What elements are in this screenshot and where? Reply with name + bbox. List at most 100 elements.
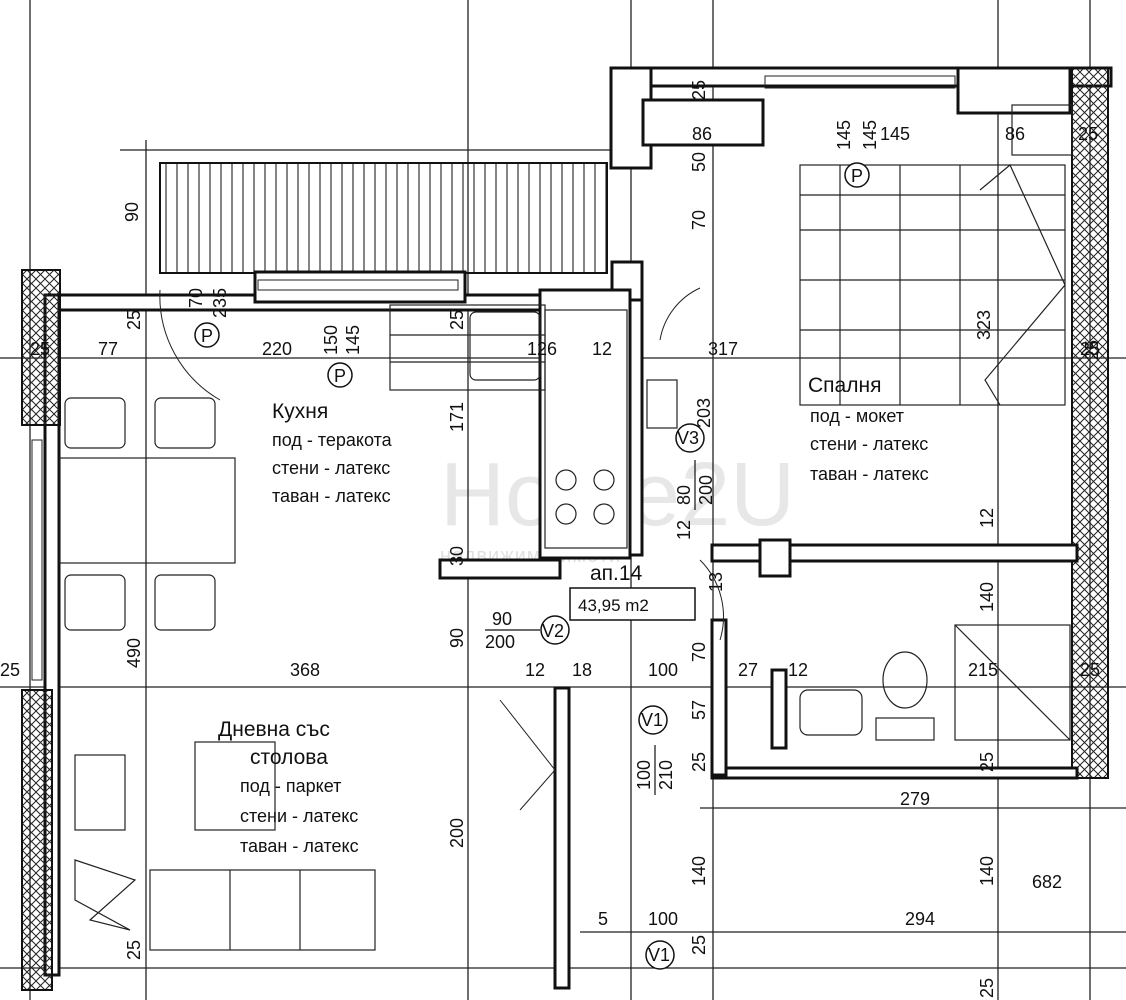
svg-text:90: 90 <box>122 202 142 222</box>
svg-text:140: 140 <box>689 856 709 886</box>
svg-text:235: 235 <box>210 288 230 318</box>
svg-text:P: P <box>201 326 213 346</box>
marker-v1: V1 <box>638 705 668 735</box>
kitchen-walls: стени - латекс <box>272 458 390 478</box>
svg-text:25: 25 <box>447 310 467 330</box>
svg-text:294: 294 <box>905 909 935 929</box>
windows <box>31 75 956 681</box>
svg-text:150: 150 <box>321 325 341 355</box>
svg-text:V1: V1 <box>641 710 663 730</box>
svg-text:12: 12 <box>525 660 545 680</box>
marker-v1-lower: V1 <box>645 940 675 970</box>
kitchen-counter <box>389 304 678 549</box>
svg-text:100: 100 <box>648 660 678 680</box>
svg-text:145: 145 <box>860 120 880 150</box>
svg-text:279: 279 <box>900 789 930 809</box>
svg-text:5: 5 <box>598 909 608 929</box>
living-title-line1: Дневна със <box>218 718 330 741</box>
svg-text:77: 77 <box>98 339 118 359</box>
svg-text:12: 12 <box>977 508 997 528</box>
area-label: 43,95 m2 <box>578 596 649 615</box>
svg-text:140: 140 <box>977 856 997 886</box>
bedroom-walls: стени - латекс <box>810 434 928 454</box>
vertical-dimension-labels: 90 25 70 235 150 145 25 171 30 90 490 20… <box>122 80 1102 998</box>
living-furniture <box>74 741 376 951</box>
svg-text:25: 25 <box>689 935 709 955</box>
door-swings <box>159 287 724 811</box>
living-ceiling: таван - латекс <box>240 836 359 856</box>
living-floor: под - паркет <box>240 776 341 796</box>
svg-text:70: 70 <box>186 288 206 308</box>
dimension-labels: 25 77 220 126 12 317 25 86 145 86 25 25 … <box>0 124 1100 929</box>
bathroom-fixtures <box>799 624 1071 741</box>
svg-text:V1: V1 <box>648 945 670 965</box>
svg-text:317: 317 <box>708 339 738 359</box>
svg-text:12: 12 <box>592 339 612 359</box>
svg-text:30: 30 <box>447 546 467 566</box>
svg-text:215: 215 <box>968 660 998 680</box>
marker-v3: V3 <box>675 423 705 453</box>
balcony <box>159 162 608 274</box>
svg-text:P: P <box>851 166 863 186</box>
marker-v2: V2 <box>540 615 570 645</box>
svg-text:25: 25 <box>689 80 709 100</box>
svg-text:682: 682 <box>1032 872 1062 892</box>
door-v3-width: 80 <box>674 485 694 505</box>
marker-p-kitchen-2: P <box>327 362 353 388</box>
dining-table <box>59 397 236 631</box>
svg-text:12: 12 <box>788 660 808 680</box>
svg-text:25: 25 <box>977 978 997 998</box>
living-walls: стени - латекс <box>240 806 358 826</box>
door-v3-height: 200 <box>696 475 716 505</box>
svg-text:70: 70 <box>689 210 709 230</box>
marker-p-kitchen: P <box>194 322 220 348</box>
svg-text:25: 25 <box>1080 339 1100 359</box>
marker-p-bedroom: P <box>844 162 870 188</box>
svg-text:86: 86 <box>1005 124 1025 144</box>
door-v2-width: 90 <box>492 609 512 629</box>
door-v1-width: 100 <box>634 760 654 790</box>
apartment-label: ап.14 <box>590 562 643 585</box>
svg-text:145: 145 <box>880 124 910 144</box>
bedroom-floor: под - мокет <box>810 406 904 426</box>
walls <box>21 66 1113 991</box>
door-v1-height: 210 <box>656 760 676 790</box>
svg-text:50: 50 <box>689 152 709 172</box>
svg-text:490: 490 <box>124 638 144 668</box>
bedroom-title: Спалня <box>808 374 881 397</box>
svg-text:25: 25 <box>1080 660 1100 680</box>
svg-text:203: 203 <box>694 398 714 428</box>
svg-text:220: 220 <box>262 339 292 359</box>
svg-text:126: 126 <box>527 339 557 359</box>
svg-text:100: 100 <box>648 909 678 929</box>
area-box <box>569 587 696 621</box>
svg-text:86: 86 <box>692 124 712 144</box>
svg-text:25: 25 <box>124 940 144 960</box>
svg-text:27: 27 <box>738 660 758 680</box>
svg-text:13: 13 <box>706 572 726 592</box>
svg-text:25: 25 <box>1082 340 1102 360</box>
svg-text:25: 25 <box>30 339 50 359</box>
svg-text:70: 70 <box>689 642 709 662</box>
kitchen-floor: под - теракота <box>272 430 393 450</box>
svg-text:V3: V3 <box>677 428 699 448</box>
svg-text:140: 140 <box>977 582 997 612</box>
svg-text:171: 171 <box>447 402 467 432</box>
svg-text:25: 25 <box>1078 124 1098 144</box>
svg-text:145: 145 <box>834 120 854 150</box>
svg-text:145: 145 <box>343 325 363 355</box>
svg-text:P: P <box>334 366 346 386</box>
svg-text:18: 18 <box>572 660 592 680</box>
bed <box>799 104 1073 406</box>
kitchen-ceiling: таван - латекс <box>272 486 391 506</box>
svg-text:25: 25 <box>0 660 20 680</box>
svg-text:25: 25 <box>977 752 997 772</box>
svg-text:V2: V2 <box>542 621 564 641</box>
door-v2-height: 200 <box>485 632 515 652</box>
bedroom-ceiling: таван - латекс <box>810 464 929 484</box>
svg-text:200: 200 <box>447 818 467 848</box>
svg-text:57: 57 <box>689 700 709 720</box>
svg-text:12: 12 <box>674 520 694 540</box>
living-title-line2: столова <box>250 746 328 769</box>
